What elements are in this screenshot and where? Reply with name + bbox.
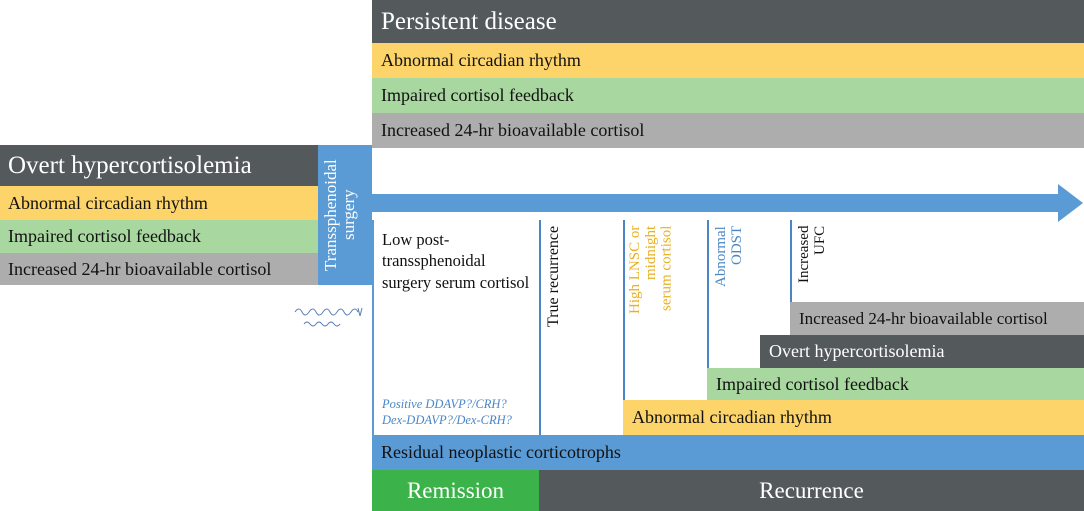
overt-bioavailable-bar: Increased 24-hr bioavailable cortisol: [0, 253, 318, 285]
overt-feedback-bar: Impaired cortisol feedback: [0, 220, 318, 253]
residual-corticotrophs-bar: Residual neoplastic corticotrophs: [372, 435, 1084, 470]
divider-ufc: [790, 220, 792, 335]
divider-lnsc: [623, 220, 625, 400]
panel-left-border: [372, 220, 374, 435]
tests-note-line2: Dex-DDAVP?/Dex-CRH?: [382, 412, 512, 427]
stair-overt-bar: Overt hypercortisolemia: [760, 335, 1084, 368]
lnsc-label-line1: High LNSC or: [627, 226, 643, 315]
lnsc-label-line3: serum cortisol: [658, 226, 675, 312]
divider-odst: [707, 220, 709, 368]
surgery-label: Transsphenoidal surgery: [321, 159, 358, 271]
remission-bar: Remission: [372, 470, 539, 511]
true-recurrence-label: True recurrence: [545, 226, 562, 328]
ufc-label-line2: UFC: [811, 226, 828, 256]
odst-label-line1: Abnormal: [713, 226, 729, 287]
odst-label: Abnormal ODST: [713, 226, 746, 296]
stair-feedback-bar: Impaired cortisol feedback: [707, 368, 1084, 400]
stair-bioavailable-bar: Increased 24-hr bioavailable cortisol: [790, 302, 1084, 335]
ufc-label: Increased UFC: [796, 226, 829, 296]
persistent-bioavailable-bar: Increased 24-hr bioavailable cortisol: [372, 113, 1084, 148]
signature-scribble: [294, 307, 363, 327]
stair-circadian-bar: Abnormal circadian rhythm: [623, 400, 1084, 435]
lnsc-label: High LNSC or midnight serum cortisol: [627, 226, 675, 344]
tests-note: Positive DDAVP?/CRH? Dex-DDAVP?/Dex-CRH?: [382, 397, 512, 428]
divider-true-recurrence: [539, 220, 541, 470]
persistent-circadian-bar: Abnormal circadian rhythm: [372, 43, 1084, 78]
low-cortisol-text: Low post-transsphenoidal surgery serum c…: [382, 230, 530, 292]
timeline-arrow: [372, 184, 1083, 222]
tests-note-line1: Positive DDAVP?/CRH?: [382, 397, 507, 411]
lnsc-label-line2: midnight: [642, 226, 659, 281]
overt-circadian-bar: Abnormal circadian rhythm: [0, 186, 318, 220]
ufc-label-line1: Increased: [796, 226, 812, 284]
odst-label-line2: ODST: [728, 226, 745, 266]
overt-hypercortisolemia-title: Overt hypercortisolemia: [0, 145, 318, 186]
recurrence-bar: Recurrence: [539, 470, 1084, 511]
persistent-disease-title: Persistent disease: [372, 0, 1084, 43]
surgery-column: Transsphenoidal surgery: [318, 145, 372, 285]
persistent-feedback-bar: Impaired cortisol feedback: [372, 78, 1084, 113]
